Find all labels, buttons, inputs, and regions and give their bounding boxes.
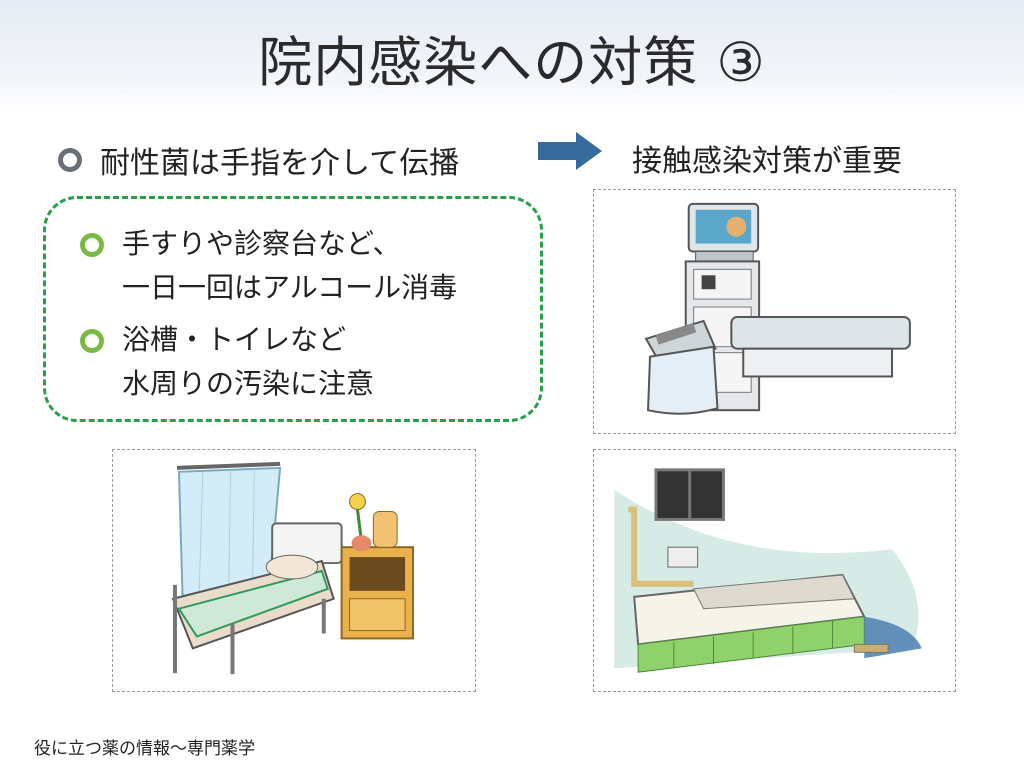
conclusion-text: 接触感染対策が重要 — [632, 144, 902, 179]
callout-item-line: 浴槽・トイレなど — [122, 323, 347, 356]
hospital-bed-illustration — [112, 449, 476, 692]
hospital-bed-image — [171, 461, 415, 675]
main-point-text: 耐性菌は手指を介して伝播 — [100, 146, 460, 181]
callout-item-line: 水周りの汚染に注意 — [122, 367, 375, 400]
slide-title: 院内感染への対策 ③ — [258, 31, 766, 94]
callout-item-line: 一日一回はアルコール消毒 — [122, 271, 458, 304]
green-ring-icon — [80, 329, 104, 353]
main-point: 耐性菌は手指を介して伝播 — [58, 138, 459, 182]
gray-ring-icon — [58, 148, 82, 172]
title-band — [0, 0, 1024, 110]
exam-room-illustration — [593, 189, 956, 434]
callout-item-bath-toilet: 浴槽・トイレなど 水周りの汚染に注意 — [80, 318, 374, 406]
green-ring-icon — [80, 233, 104, 257]
exam-table-image — [644, 202, 911, 415]
callout-item-handrails: 手すりや診察台など、 一日一回はアルコール消毒 — [80, 222, 457, 310]
dashed-callout-box — [43, 196, 543, 422]
right-arrow-icon — [538, 132, 602, 170]
callout-item-line: 手すりや診察台など、 — [122, 227, 401, 260]
bathtub-image — [614, 468, 922, 673]
bathtub-illustration — [593, 449, 956, 692]
footer-source: 役に立つ薬の情報～専門薬学 — [34, 739, 255, 759]
